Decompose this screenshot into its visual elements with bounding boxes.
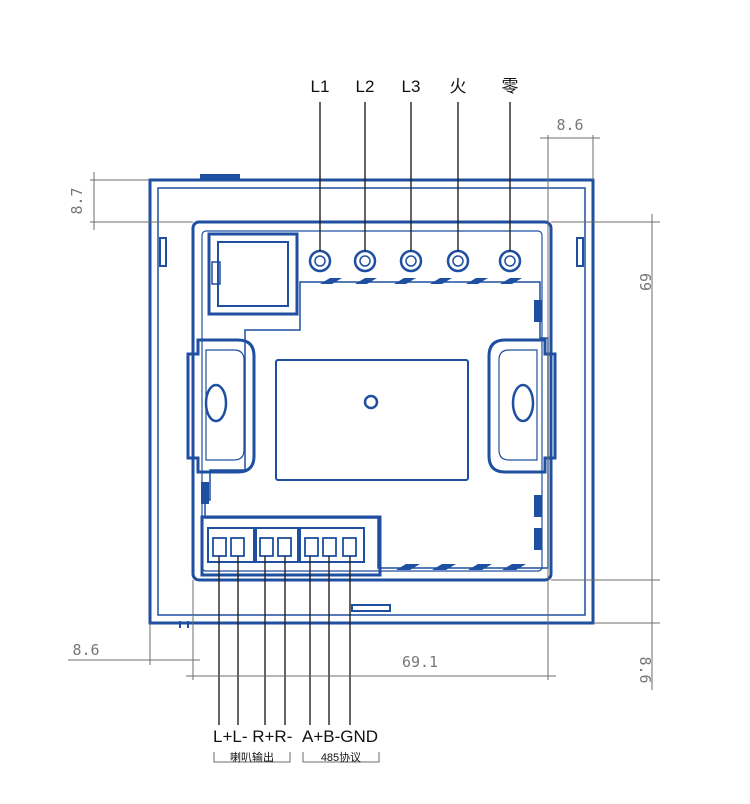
dimension-top-right: 8.6 bbox=[540, 116, 600, 225]
top-terminal-labels: L1 L2 L3 火 零 bbox=[311, 77, 519, 96]
top-leads bbox=[319, 102, 511, 251]
dimension-left-bottom: 8.6 bbox=[68, 580, 200, 680]
mounting-ear-right bbox=[487, 338, 557, 474]
dim-top-left-value: 8.7 bbox=[68, 187, 86, 214]
bottom-pin-labels: L+L- R+R- A+B-GND 喇叭输出 485协议 bbox=[213, 727, 380, 764]
label-l1: L1 bbox=[311, 77, 330, 96]
bottom-leads bbox=[218, 556, 351, 725]
dimension-bottom-width: 69.1 bbox=[186, 225, 556, 680]
dimension-top-left: 8.7 bbox=[68, 172, 193, 230]
dim-right-bottom-value: 8.6 bbox=[636, 656, 654, 683]
label-live: 火 bbox=[450, 77, 467, 96]
mounting-ear-left bbox=[186, 338, 256, 474]
label-plate bbox=[275, 359, 469, 481]
dim-right-height-value: 69 bbox=[636, 273, 654, 291]
label-neutral: 零 bbox=[502, 77, 519, 96]
relay-block bbox=[207, 232, 299, 316]
bottom-connector bbox=[200, 515, 382, 577]
dim-top-right-value: 8.6 bbox=[556, 116, 583, 134]
label-l3: L3 bbox=[402, 77, 421, 96]
terminal-holes bbox=[308, 249, 522, 273]
label-l2: L2 bbox=[356, 77, 375, 96]
label-rs485-pins: A+B-GND bbox=[302, 727, 378, 746]
dim-left-bottom-value: 8.6 bbox=[72, 641, 99, 659]
dimension-right-height: 69 bbox=[551, 214, 660, 588]
label-speaker-output: 喇叭输出 bbox=[230, 750, 274, 764]
outer-housing bbox=[148, 174, 595, 628]
label-speaker-pins: L+L- R+R- bbox=[213, 727, 292, 746]
dimension-right-bottom: 8.6 bbox=[593, 575, 660, 690]
inner-module bbox=[191, 220, 553, 582]
dim-bottom-width-value: 69.1 bbox=[402, 653, 438, 671]
label-485-protocol: 485协议 bbox=[321, 750, 361, 764]
